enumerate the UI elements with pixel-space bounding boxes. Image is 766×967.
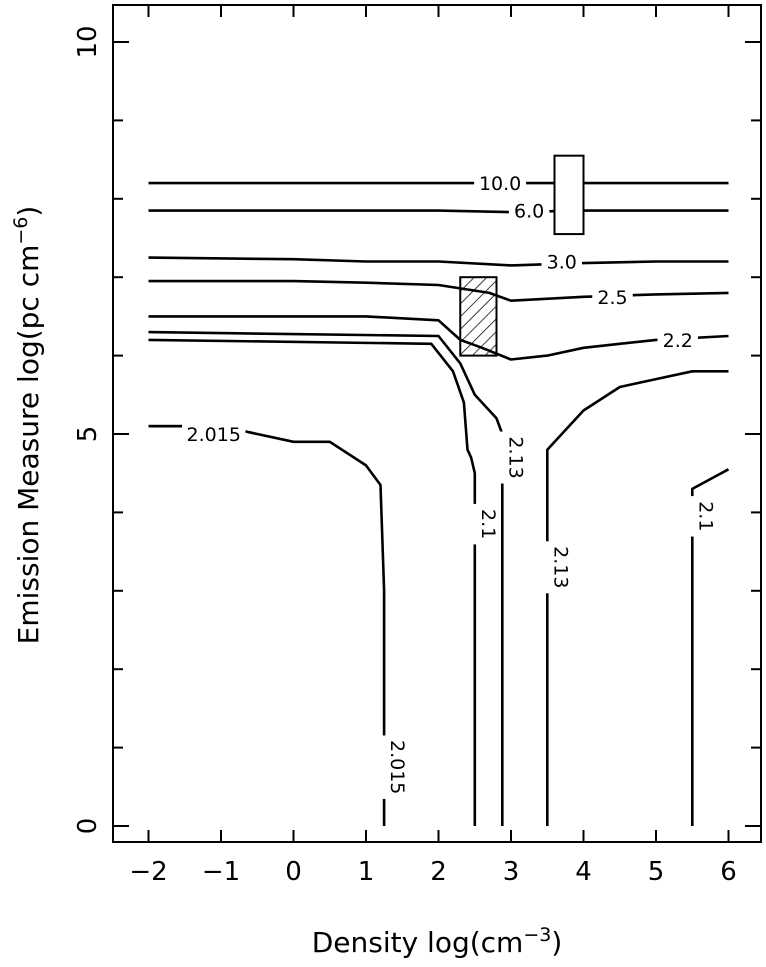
contour-line xyxy=(148,338,477,826)
y-tick-label: 0 xyxy=(73,818,103,835)
contour-label: 2.5 xyxy=(597,287,627,309)
contour-line xyxy=(148,279,729,302)
x-tick-label: −1 xyxy=(202,857,240,887)
x-tick-label: 0 xyxy=(285,857,302,887)
contour-label: 2.1 xyxy=(694,501,716,531)
marker-boxes xyxy=(459,154,585,357)
y-tick-label: 10 xyxy=(73,25,103,58)
x-tick-label: 5 xyxy=(648,857,665,887)
contour-label-bg xyxy=(508,199,550,222)
contour-label: 2.13 xyxy=(504,436,526,478)
contour-label: 6.0 xyxy=(514,201,544,223)
y-tick-label: 5 xyxy=(73,426,103,443)
contour-label-bg xyxy=(536,541,559,594)
contour-label: 2.015 xyxy=(187,424,241,446)
x-tick-label: 2 xyxy=(430,857,447,887)
hatched-box xyxy=(459,276,498,357)
contour-lines: 10.0 6.0 3.0 2.5 2.2 2.13 2.1 2.015 2.015 2.13 2.1 xyxy=(148,172,730,826)
x-axis-label: Density log(cm−3) xyxy=(312,924,563,959)
plot-frame xyxy=(112,4,762,843)
contour-label-bg xyxy=(182,423,246,445)
contour-label: 2.015 xyxy=(386,740,408,794)
x-tick-label: 1 xyxy=(358,857,375,887)
contour-label-bg xyxy=(592,285,633,308)
contour-line xyxy=(691,468,730,826)
y-axis-label: Emission Measure log(pc cm−6) xyxy=(10,206,45,645)
contour-label-bg xyxy=(373,735,396,799)
contour-label-bg xyxy=(463,503,486,545)
contour-label-bg xyxy=(491,431,514,484)
contour-line xyxy=(148,256,729,267)
contour-label: 2.1 xyxy=(477,509,499,539)
contour-label-bg xyxy=(474,172,527,195)
contour-label: 10.0 xyxy=(479,173,521,195)
contour-line xyxy=(546,370,729,826)
contour-label-bg xyxy=(657,328,698,351)
contour-label: 3.0 xyxy=(547,252,577,274)
x-axis-ticks: −2 −1 0 1 2 3 4 5 6 xyxy=(129,5,737,887)
contour-line xyxy=(148,330,504,826)
contour-line xyxy=(148,209,729,214)
x-tick-label: 3 xyxy=(503,857,520,887)
contour-label: 2.13 xyxy=(549,546,571,588)
contour-label: 2.2 xyxy=(663,330,693,352)
x-tick-label: 6 xyxy=(720,857,737,887)
x-tick-label: 4 xyxy=(575,857,592,887)
contour-label-bg xyxy=(541,250,582,273)
x-tick-label: −2 xyxy=(129,857,167,887)
open-box xyxy=(553,154,585,236)
contour-label-bg xyxy=(681,496,704,537)
y-axis-ticks: 0 5 10 xyxy=(73,25,761,834)
contour-line xyxy=(148,424,386,826)
